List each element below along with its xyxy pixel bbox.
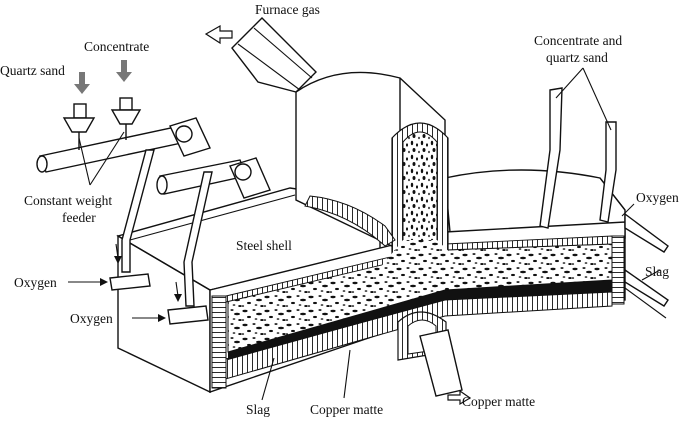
label-feeder: feeder — [62, 210, 96, 225]
concentrate-arrow — [116, 60, 132, 82]
label-quartz-sand: Quartz sand — [0, 63, 65, 78]
oxygen-lance-1 — [121, 149, 155, 273]
right-oxygen-lance — [624, 212, 669, 253]
label-oxygen-left-upper: Oxygen — [14, 275, 57, 290]
furnace-gas-duct — [231, 17, 317, 93]
label-concentrate-and: Concentrate and — [534, 33, 622, 48]
oxygen-lance-2 — [183, 171, 213, 307]
oxygen-lance-1-nozzle — [109, 273, 151, 291]
constant-weight-feeder-2 — [110, 97, 142, 140]
feeder-bracket-2 — [229, 157, 271, 199]
slag-tap-pipe — [624, 268, 669, 307]
label-oxygen-right: Oxygen — [636, 190, 679, 205]
label-quartz-sand-right: quartz sand — [546, 50, 608, 65]
matte-outlet-pipe — [419, 329, 463, 397]
label-oxygen-left-lower: Oxygen — [70, 311, 113, 326]
roof-edge-line — [129, 194, 296, 241]
label-copper-matte-outlet: Copper matte — [462, 394, 535, 409]
right-feed-tube-1 — [539, 87, 563, 229]
brick-lining-left — [211, 295, 227, 389]
slag-right-leader — [641, 269, 661, 281]
oxygen-right-leader — [621, 203, 635, 217]
label-constant-weight: Constant weight — [24, 193, 112, 208]
uptake-outflow — [380, 240, 460, 268]
furnace-gas-arrow — [204, 24, 233, 45]
constant-weight-feeder-1 — [62, 103, 96, 150]
feeder-leader-2 — [89, 131, 125, 186]
copper-matte-layer — [228, 280, 612, 360]
uptake-gas-flow — [402, 131, 438, 259]
matte-bottom-leader — [343, 349, 351, 399]
quartz-sand-arrow — [74, 72, 90, 94]
cqs-leader-1 — [555, 67, 584, 99]
label-slag-bottom: Slag — [246, 402, 270, 417]
label-slag-right: Slag — [645, 264, 669, 279]
label-concentrate: Concentrate — [84, 39, 149, 54]
oxygen-lance-2-nozzle — [167, 305, 209, 325]
label-copper-matte-bottom: Copper matte — [310, 402, 383, 417]
right-feed-tube-2 — [599, 121, 617, 223]
feeder-leader-1 — [78, 137, 91, 186]
matte-outlet-arrow — [447, 389, 472, 406]
label-steel-shell: Steel shell — [236, 238, 292, 253]
label-furnace-gas: Furnace gas — [255, 2, 320, 17]
slag-bottom-leader — [261, 357, 275, 401]
cqs-leader-2 — [582, 67, 612, 131]
roof-brick-band — [304, 195, 396, 247]
brick-lining-right — [611, 235, 625, 305]
